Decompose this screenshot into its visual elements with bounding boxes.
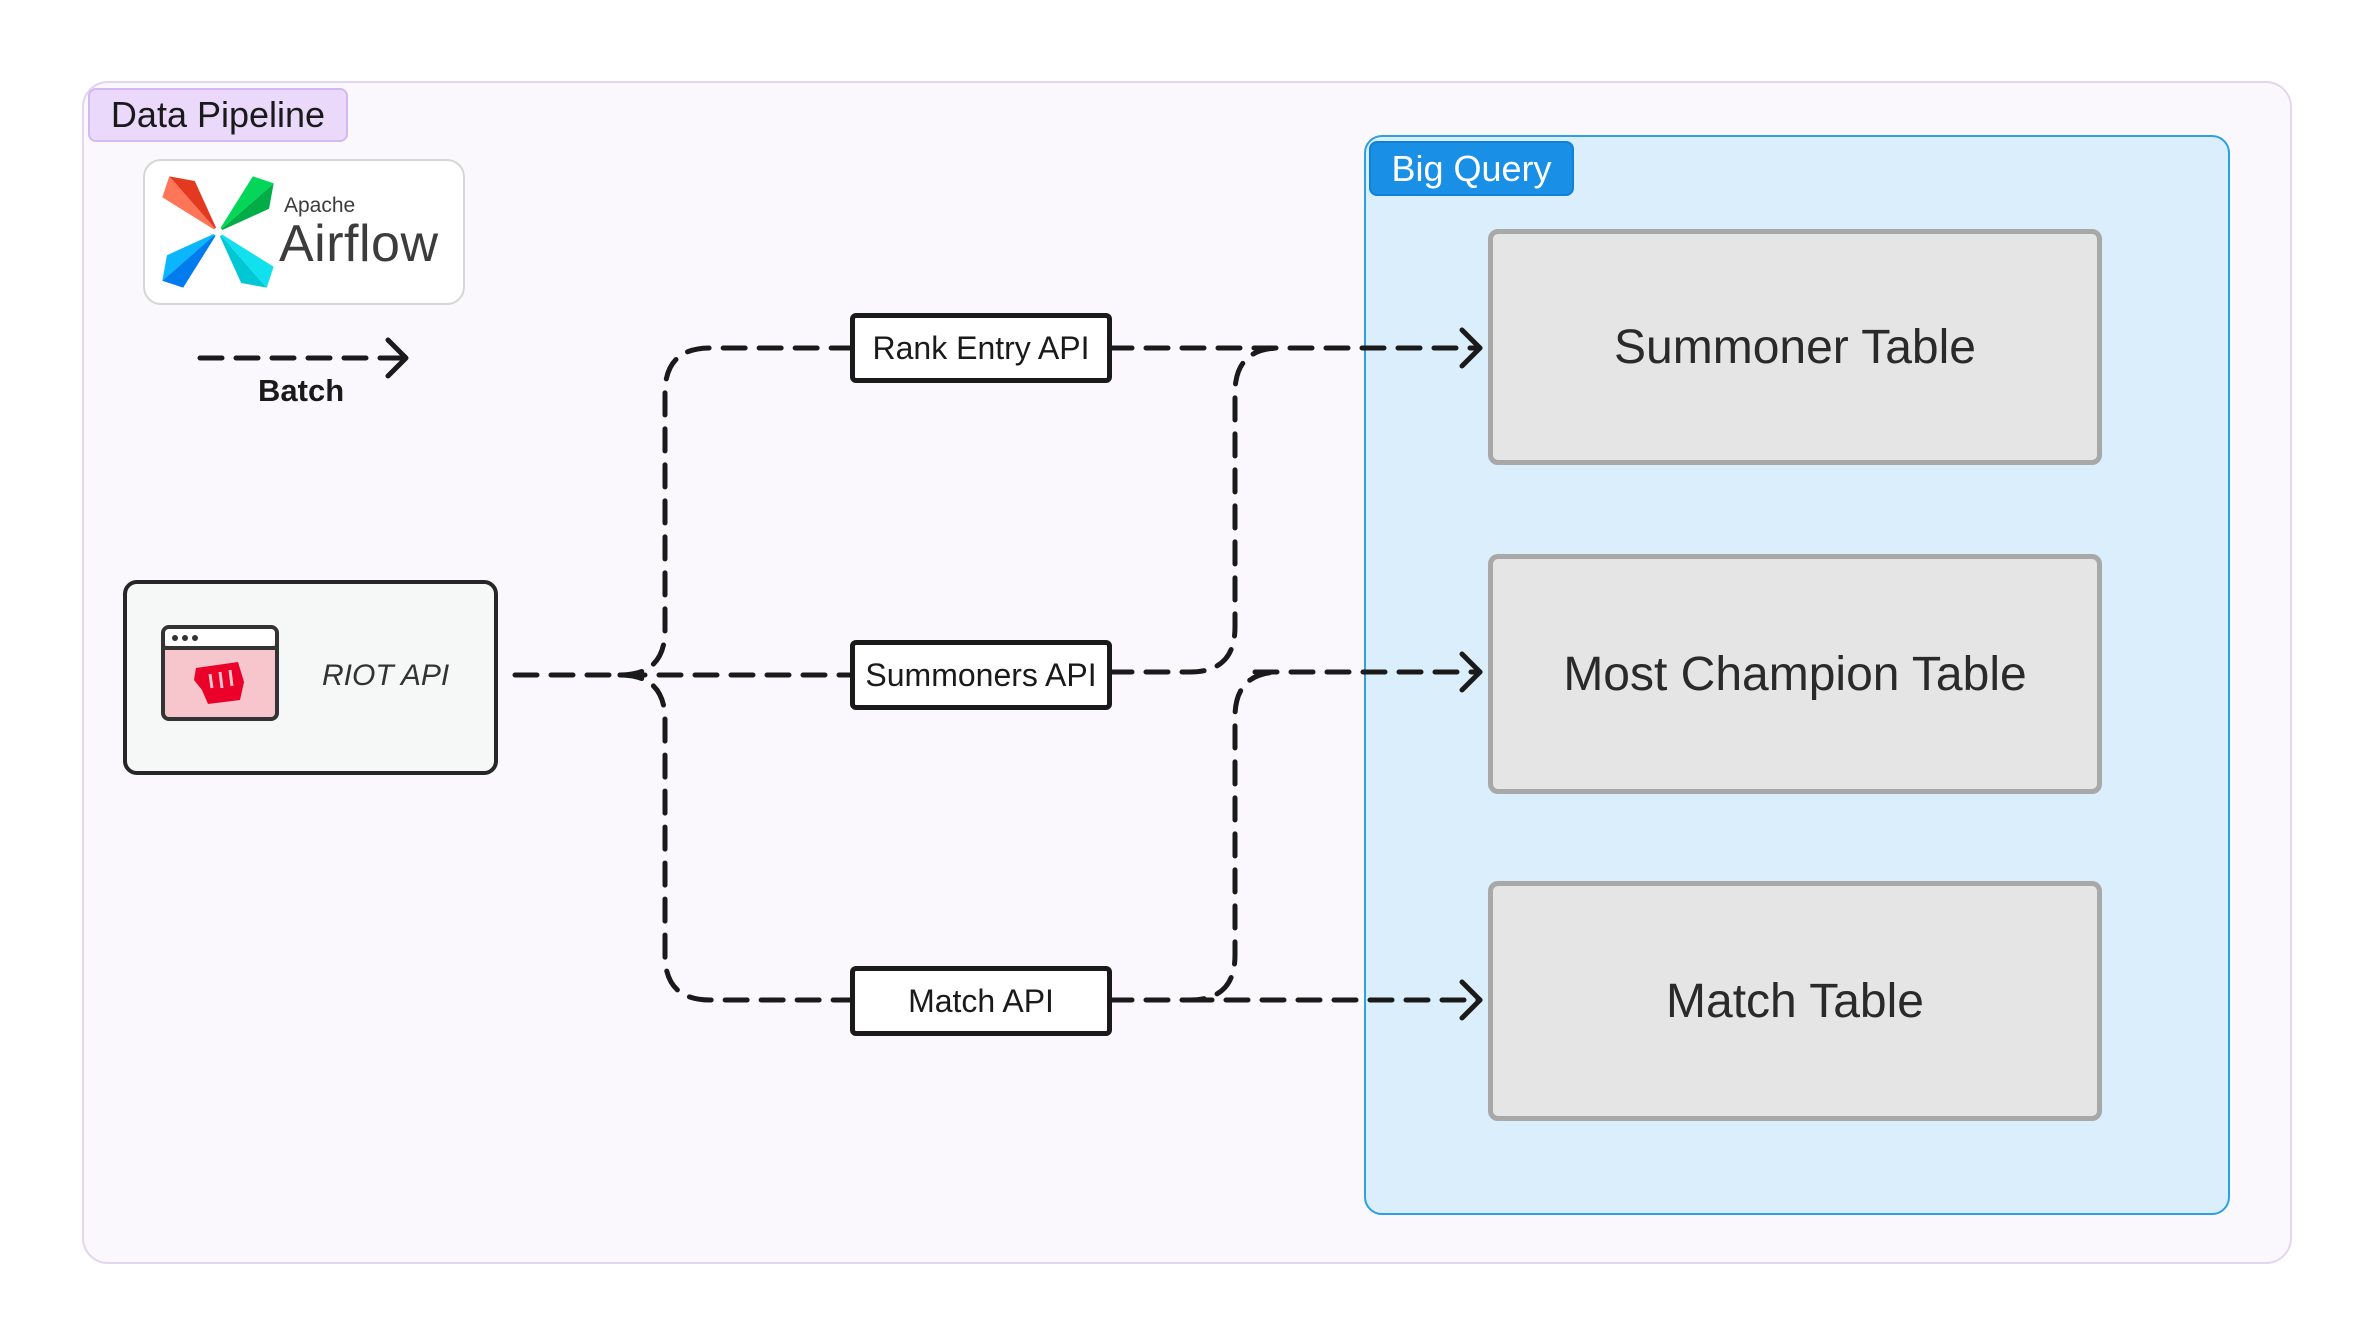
rank-entry-api-box[interactable]: Rank Entry API xyxy=(850,313,1112,383)
airflow-pinwheel-icon xyxy=(162,176,274,288)
riot-to-rank-connector xyxy=(617,345,853,678)
airflow-vendor-text: Apache xyxy=(284,194,356,217)
most-champion-table-box[interactable]: Most Champion Table xyxy=(1488,554,2102,794)
match-api-box[interactable]: Match API xyxy=(850,966,1112,1036)
data-pipeline-label[interactable]: Data Pipeline xyxy=(88,88,348,142)
match-to-most-champion-connector xyxy=(1107,669,1283,1003)
big-query-label[interactable]: Big Query xyxy=(1369,141,1574,196)
summoners-api-box[interactable]: Summoners API xyxy=(850,640,1112,710)
batch-legend-label: Batch xyxy=(258,373,345,408)
arrowhead-match-table xyxy=(1459,979,1483,1021)
airflow-card[interactable] xyxy=(143,159,465,305)
airflow-name-text: Airflow xyxy=(279,215,439,273)
summoner-table-box[interactable]: Summoner Table xyxy=(1488,229,2102,465)
arrowhead-summoner-table xyxy=(1459,327,1483,369)
summoners-to-summoner-table-connector xyxy=(1107,345,1283,675)
riot-api-label: RIOT API xyxy=(322,659,450,692)
riot-to-match-api-connector xyxy=(617,672,853,1003)
match-table-box[interactable]: Match Table xyxy=(1488,881,2102,1121)
riot-fist-browser-icon xyxy=(161,625,279,721)
arrowhead-most-champion xyxy=(1459,651,1483,693)
